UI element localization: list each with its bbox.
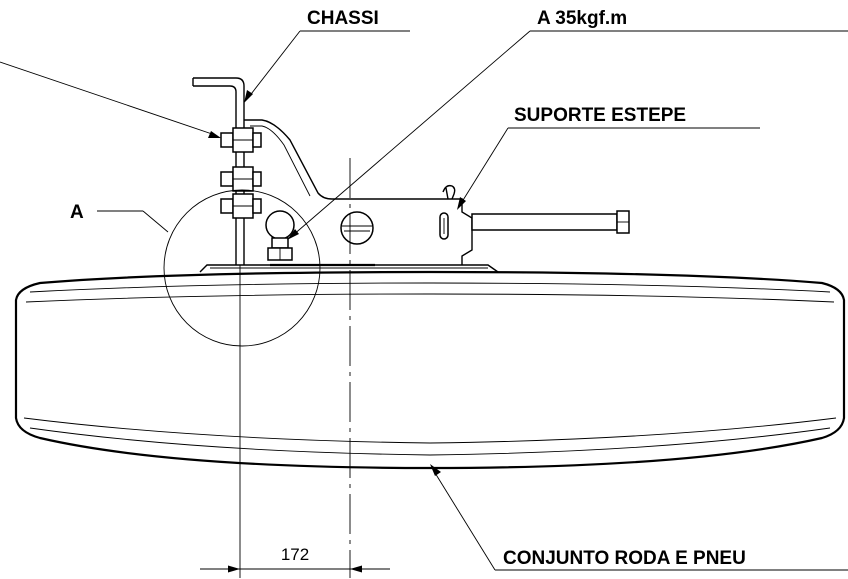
centerlines: [239, 158, 351, 578]
base-plate: [199, 263, 499, 273]
clip: [442, 184, 456, 200]
torque-fastener: [265, 210, 295, 261]
bracket-bolts: [220, 127, 262, 219]
chassis-rail: [192, 77, 245, 265]
detail-circle-a: [163, 189, 321, 347]
label-chassi: CHASSI: [307, 8, 379, 29]
support-tube: [471, 210, 630, 234]
access-hole: [340, 211, 374, 245]
dimension-172: 172: [200, 545, 390, 573]
label-detail-a: A: [70, 202, 84, 223]
label-conjunto-roda-pneu: CONJUNTO RODA E PNEU: [503, 548, 746, 569]
label-torque: A 35kgf.m: [537, 8, 627, 29]
bolt-top: [220, 127, 262, 153]
wheel-tire-assembly: [14, 270, 846, 470]
label-suporte-estepe: SUPORTE ESTEPE: [514, 105, 686, 126]
bracket-slot: [439, 212, 449, 240]
bolt-middle: [220, 166, 262, 192]
bolt-lower: [220, 193, 262, 219]
leader-lines: [0, 30, 848, 571]
dimension-value: 172: [281, 545, 309, 564]
